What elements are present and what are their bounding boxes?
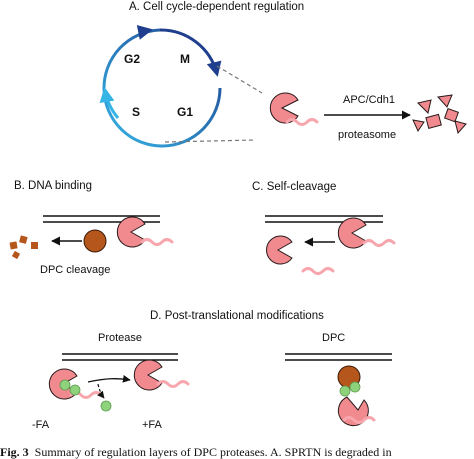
panel-a-title: A. Cell cycle-dependent regulation bbox=[129, 1, 305, 13]
zoom-line-top bbox=[216, 65, 263, 94]
zoom-line-bottom bbox=[164, 139, 256, 143]
phase-s-label: S bbox=[132, 105, 141, 119]
dpc-label: DPC bbox=[322, 332, 346, 344]
panel-b-title: B. DNA binding bbox=[14, 180, 92, 192]
caption-prefix: Fig. 3 bbox=[0, 445, 29, 459]
dna-strands-d-protease bbox=[62, 353, 178, 361]
deacetylation-arrow bbox=[87, 375, 131, 383]
dpc-cleavage-label: DPC cleavage bbox=[40, 264, 111, 276]
cycle-arc-lower bbox=[102, 28, 222, 148]
phase-m-label: M bbox=[180, 52, 190, 66]
dpc-mod-dot-2 bbox=[349, 381, 361, 393]
dna-strands-d-dpc bbox=[285, 353, 392, 361]
minus-fa-label: -FA bbox=[32, 419, 50, 431]
plus-fa-label: +FA bbox=[142, 419, 162, 431]
protease-label: Protease bbox=[98, 332, 143, 344]
cleaved-sprtn-c bbox=[266, 235, 335, 275]
figure-caption: Fig. 3 Summary of regulation layers of D… bbox=[0, 445, 474, 459]
active-sprtn-d bbox=[133, 359, 190, 391]
dpc-mod-dot-1 bbox=[339, 385, 351, 397]
cycle-arrowhead-g2 bbox=[136, 25, 153, 40]
phase-g1-label: G1 bbox=[177, 105, 194, 119]
cycle-arc-upper bbox=[159, 28, 222, 77]
proteasome-label: proteasome bbox=[338, 129, 397, 141]
cycle-arrowhead-s bbox=[99, 87, 120, 119]
phase-g2-label: G2 bbox=[124, 52, 141, 66]
cleaved-fragments-b bbox=[9, 235, 38, 260]
sprtn-pacman-c bbox=[337, 217, 396, 249]
sprtn-pacman-a bbox=[269, 92, 319, 126]
enzyme-label: APC/Cdh1 bbox=[343, 94, 395, 106]
caption-text: Summary of regulation layers of DPC prot… bbox=[34, 445, 392, 459]
panel-d-title: D. Post-translational modifications bbox=[150, 310, 324, 322]
dpc-protein-b bbox=[83, 229, 107, 253]
acetylated-sprtn bbox=[48, 368, 103, 400]
sprtn-pacman-b bbox=[116, 216, 174, 248]
degraded-fragments bbox=[412, 94, 467, 135]
released-acetyl-group bbox=[100, 400, 112, 412]
panel-c-title: C. Self-cleavage bbox=[252, 181, 337, 193]
cell-cycle-ring bbox=[99, 25, 222, 148]
dna-strands-c bbox=[265, 215, 383, 223]
released-group-arrow bbox=[97, 383, 105, 399]
sprtn-pacman-d-dpc bbox=[337, 396, 376, 427]
